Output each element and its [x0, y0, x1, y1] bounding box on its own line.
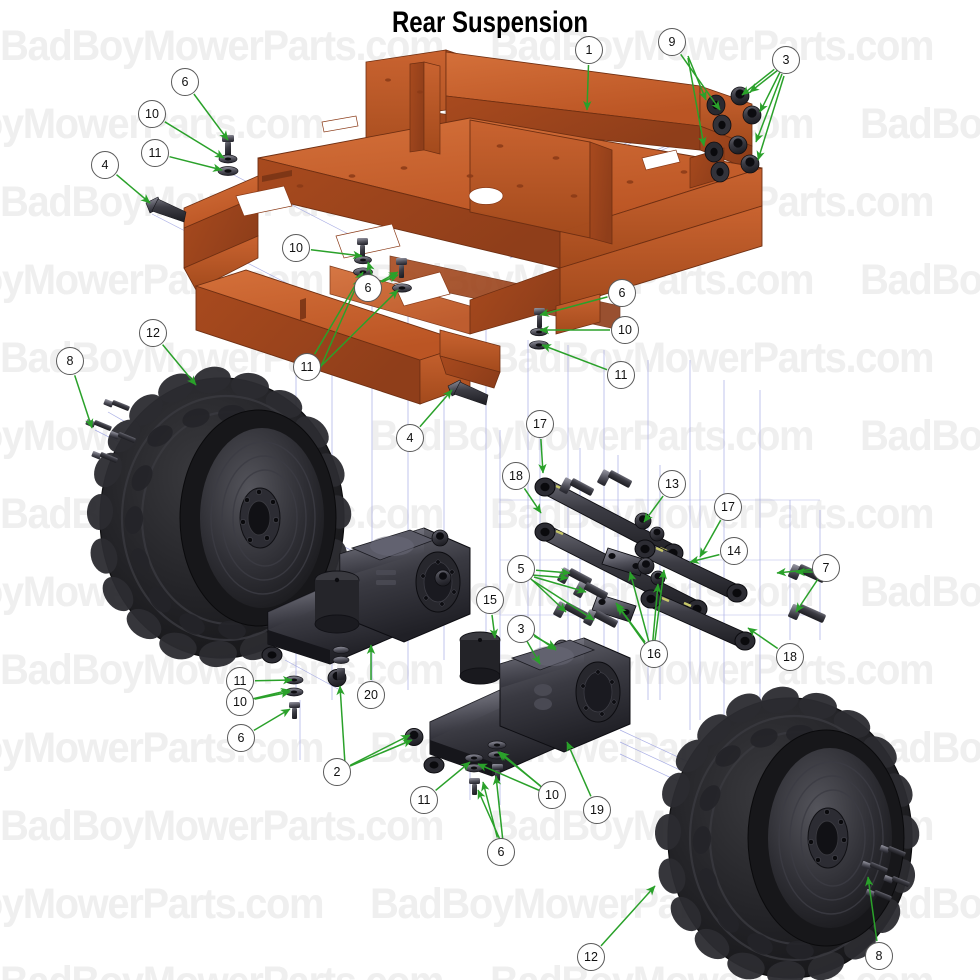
- wheel-motor-left-part-20: [261, 527, 471, 665]
- main-frame-part-1: [183, 49, 763, 405]
- callout-17[interactable]: 17: [714, 493, 742, 521]
- callout-18[interactable]: 18: [776, 643, 804, 671]
- callout-3[interactable]: 3: [772, 46, 800, 74]
- hardware-upper-left: [217, 135, 239, 176]
- callout-4[interactable]: 4: [91, 151, 119, 179]
- callout-13[interactable]: 13: [658, 470, 686, 498]
- callout-10[interactable]: 10: [138, 100, 166, 128]
- leader-line-13: [643, 495, 664, 523]
- callout-12[interactable]: 12: [139, 319, 167, 347]
- link-rod-c: [634, 539, 748, 603]
- leader-line-14: [689, 553, 720, 564]
- callout-10[interactable]: 10: [611, 316, 639, 344]
- callout-19[interactable]: 19: [583, 796, 611, 824]
- wheel-motor-right-part-19: [423, 637, 631, 777]
- callout-8[interactable]: 8: [865, 942, 893, 970]
- rear-tire-right-part-12: [654, 686, 920, 980]
- leader-line-10: [310, 249, 363, 260]
- leader-line-17: [699, 519, 722, 558]
- callout-11[interactable]: 11: [293, 353, 321, 381]
- hardware-frame-center: [353, 238, 412, 293]
- spring-puck-left: [314, 570, 360, 634]
- callout-18[interactable]: 18: [502, 462, 530, 490]
- callout-10[interactable]: 10: [538, 781, 566, 809]
- leader-line-9: [680, 53, 721, 111]
- leader-line-11: [435, 761, 471, 791]
- callout-20[interactable]: 20: [357, 681, 385, 709]
- callout-9[interactable]: 9: [658, 28, 686, 56]
- leader-line-11: [169, 155, 223, 172]
- leader-line-12: [162, 344, 197, 386]
- leader-line-1: [583, 64, 592, 111]
- lug-bolts-part-8-right: [861, 845, 910, 901]
- callout-6[interactable]: 6: [171, 68, 199, 96]
- callout-2[interactable]: 2: [323, 758, 351, 786]
- leader-line-6: [539, 296, 608, 317]
- page-title: Rear Suspension: [391, 6, 589, 39]
- leader-line-11: [541, 344, 608, 371]
- leader-line-18: [523, 487, 542, 514]
- callout-6[interactable]: 6: [354, 274, 382, 302]
- leader-line-3: [741, 68, 775, 96]
- leader-line-5: [535, 568, 571, 577]
- callout-10[interactable]: 10: [226, 688, 254, 716]
- callout-11[interactable]: 11: [607, 361, 635, 389]
- callout-11[interactable]: 11: [410, 786, 438, 814]
- callout-3[interactable]: 3: [507, 615, 535, 643]
- callout-15[interactable]: 15: [476, 586, 504, 614]
- callout-11[interactable]: 11: [141, 139, 169, 167]
- leader-line-15: [489, 614, 499, 639]
- leader-line-19: [566, 741, 592, 797]
- leader-line-11: [254, 675, 293, 685]
- leader-line-12: [600, 885, 656, 947]
- callout-6[interactable]: 6: [227, 724, 255, 752]
- leader-line-10: [164, 121, 225, 159]
- leader-line-6: [253, 708, 291, 732]
- callout-6[interactable]: 6: [608, 279, 636, 307]
- callout-5[interactable]: 5: [507, 555, 535, 583]
- leader-line-4: [116, 174, 151, 204]
- callout-leader-branches: [247, 55, 821, 843]
- leader-line-18: [747, 627, 779, 650]
- callout-10[interactable]: 10: [282, 234, 310, 262]
- leader-line-2: [350, 734, 411, 766]
- rear-tire-left-part-12: [86, 366, 352, 668]
- callout-6[interactable]: 6: [487, 838, 515, 866]
- leader-line-7: [776, 567, 812, 577]
- leader-line-8: [73, 375, 94, 429]
- callout-17[interactable]: 17: [526, 410, 554, 438]
- callout-8[interactable]: 8: [56, 347, 84, 375]
- leader-line-4: [419, 389, 453, 428]
- hardware-right-motor: [464, 740, 507, 795]
- hardware-left-motor: [284, 646, 424, 746]
- callout-14[interactable]: 14: [720, 537, 748, 565]
- shoulder-bolt-part-4-right: [447, 379, 489, 406]
- callout-12[interactable]: 12: [577, 943, 605, 971]
- callout-4[interactable]: 4: [396, 424, 424, 452]
- leader-line-8: [865, 876, 878, 942]
- leader-line-6: [193, 93, 229, 141]
- callout-7[interactable]: 7: [812, 554, 840, 582]
- callout-1[interactable]: 1: [575, 36, 603, 64]
- callout-16[interactable]: 16: [640, 640, 668, 668]
- leader-line-17: [538, 438, 547, 474]
- flange-nuts-part-3-motor: [431, 529, 452, 587]
